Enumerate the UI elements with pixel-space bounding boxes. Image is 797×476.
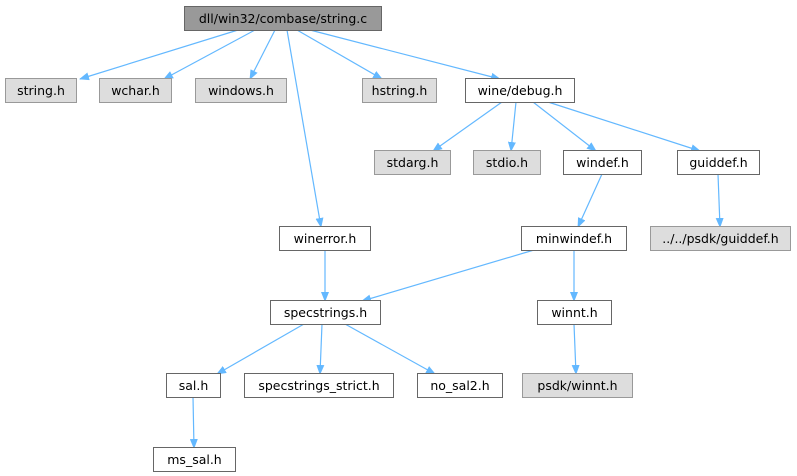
node-label-specstrings-h: specstrings.h bbox=[284, 305, 367, 320]
node-box-guiddef-h bbox=[677, 150, 760, 175]
node-winnt-h[interactable]: winnt.h bbox=[537, 300, 612, 325]
node-label-wchar-h: wchar.h bbox=[111, 83, 160, 98]
edge-winnt-h-to-psdk-winnt-h bbox=[571, 323, 580, 375]
node-box-specstrings-strict-h bbox=[244, 373, 394, 398]
node-box-winnt-h bbox=[537, 300, 612, 325]
node-box-minwindef-h bbox=[521, 226, 627, 251]
node-label-psdk-guiddef-h: ../../psdk/guiddef.h bbox=[662, 231, 778, 246]
node-label-guiddef-h: guiddef.h bbox=[689, 155, 747, 170]
node-windef-h[interactable]: windef.h bbox=[563, 150, 642, 175]
edge-specstrings-h-to-sal-h bbox=[216, 323, 305, 375]
edge-string-c-to-wine-debug-h bbox=[309, 29, 501, 81]
node-label-string-h: string.h bbox=[17, 83, 65, 98]
node-specstrings-h[interactable]: specstrings.h bbox=[270, 300, 381, 325]
node-box-hstring-h bbox=[362, 78, 437, 103]
node-box-ms-sal-h bbox=[153, 447, 236, 472]
node-label-winnt-h: winnt.h bbox=[551, 305, 597, 320]
node-label-winerror-h: winerror.h bbox=[294, 231, 357, 246]
edge-string-c-to-winerror-h bbox=[286, 29, 324, 228]
node-label-windef-h: windef.h bbox=[576, 155, 629, 170]
node-box-no-sal2-h bbox=[417, 373, 503, 398]
node-wine-debug-h[interactable]: wine/debug.h bbox=[465, 78, 575, 103]
node-stdio-h[interactable]: stdio.h bbox=[473, 150, 541, 175]
node-box-windef-h bbox=[563, 150, 642, 175]
edges-layer bbox=[79, 29, 724, 449]
node-box-psdk-guiddef-h bbox=[650, 226, 791, 251]
edge-string-c-to-windows-h bbox=[249, 29, 276, 80]
node-box-stdio-h bbox=[473, 150, 541, 175]
node-box-wine-debug-h bbox=[465, 78, 575, 103]
node-stdarg-h[interactable]: stdarg.h bbox=[374, 150, 451, 175]
edge-wine-debug-h-to-stdarg-h bbox=[432, 101, 503, 152]
node-psdk-guiddef-h[interactable]: ../../psdk/guiddef.h bbox=[650, 226, 791, 251]
node-box-wchar-h bbox=[99, 78, 172, 103]
nodes-layer: dll/win32/combase/string.c string.h wchar.… bbox=[5, 6, 791, 472]
node-no-sal2-h[interactable]: no_sal2.h bbox=[417, 373, 503, 398]
edge-windef-h-to-minwindef-h bbox=[577, 173, 603, 228]
node-label-hstring-h: hstring.h bbox=[372, 83, 428, 98]
node-label-stdio-h: stdio.h bbox=[486, 155, 528, 170]
node-box-winerror-h bbox=[279, 226, 371, 251]
node-box-psdk-winnt-h bbox=[522, 373, 633, 398]
node-windows-h[interactable]: windows.h bbox=[195, 78, 287, 103]
node-label-wine-debug-h: wine/debug.h bbox=[478, 83, 563, 98]
edge-string-c-to-hstring-h bbox=[296, 29, 383, 80]
node-label-psdk-winnt-h: psdk/winnt.h bbox=[537, 378, 617, 393]
edge-wine-debug-h-to-stdio-h bbox=[507, 101, 517, 152]
node-sal-h[interactable]: sal.h bbox=[166, 373, 221, 398]
node-hstring-h[interactable]: hstring.h bbox=[362, 78, 437, 103]
node-box-sal-h bbox=[166, 373, 221, 398]
edge-sal-h-to-ms-sal-h bbox=[189, 396, 198, 449]
node-ms-sal-h[interactable]: ms_sal.h bbox=[153, 447, 236, 472]
node-box-specstrings-h bbox=[270, 300, 381, 325]
edge-minwindef-h-to-specstrings-h bbox=[361, 249, 535, 303]
edge-wine-debug-h-to-windef-h bbox=[532, 101, 597, 152]
node-winerror-h[interactable]: winerror.h bbox=[279, 226, 371, 251]
node-guiddef-h[interactable]: guiddef.h bbox=[677, 150, 760, 175]
edge-wine-debug-h-to-guiddef-h bbox=[547, 101, 701, 153]
edge-specstrings-h-to-specstrings-strict-h bbox=[316, 323, 325, 375]
node-minwindef-h[interactable]: minwindef.h bbox=[521, 226, 627, 251]
edge-specstrings-h-to-no-sal2-h bbox=[344, 323, 436, 375]
node-box-stdarg-h bbox=[374, 150, 451, 175]
node-label-string-c: dll/win32/combase/string.c bbox=[199, 11, 367, 26]
edge-string-c-to-wchar-h bbox=[163, 29, 256, 80]
node-label-no-sal2-h: no_sal2.h bbox=[430, 378, 489, 393]
node-label-ms-sal-h: ms_sal.h bbox=[167, 452, 221, 467]
node-wchar-h[interactable]: wchar.h bbox=[99, 78, 172, 103]
node-specstrings-strict-h[interactable]: specstrings_strict.h bbox=[244, 373, 394, 398]
node-psdk-winnt-h[interactable]: psdk/winnt.h bbox=[522, 373, 633, 398]
edge-guiddef-h-to-psdk-guiddef-h bbox=[715, 173, 724, 228]
node-label-windows-h: windows.h bbox=[208, 83, 274, 98]
edge-string-c-to-string-h bbox=[79, 29, 239, 81]
node-string-h[interactable]: string.h bbox=[5, 78, 77, 103]
node-label-stdarg-h: stdarg.h bbox=[387, 155, 439, 170]
node-box-windows-h bbox=[195, 78, 287, 103]
node-label-minwindef-h: minwindef.h bbox=[536, 231, 612, 246]
node-string-c[interactable]: dll/win32/combase/string.c bbox=[184, 6, 382, 31]
node-box-string-h bbox=[5, 78, 77, 103]
node-label-specstrings-strict-h: specstrings_strict.h bbox=[258, 378, 379, 393]
node-label-sal-h: sal.h bbox=[179, 378, 209, 393]
node-box-string-c bbox=[184, 6, 382, 31]
